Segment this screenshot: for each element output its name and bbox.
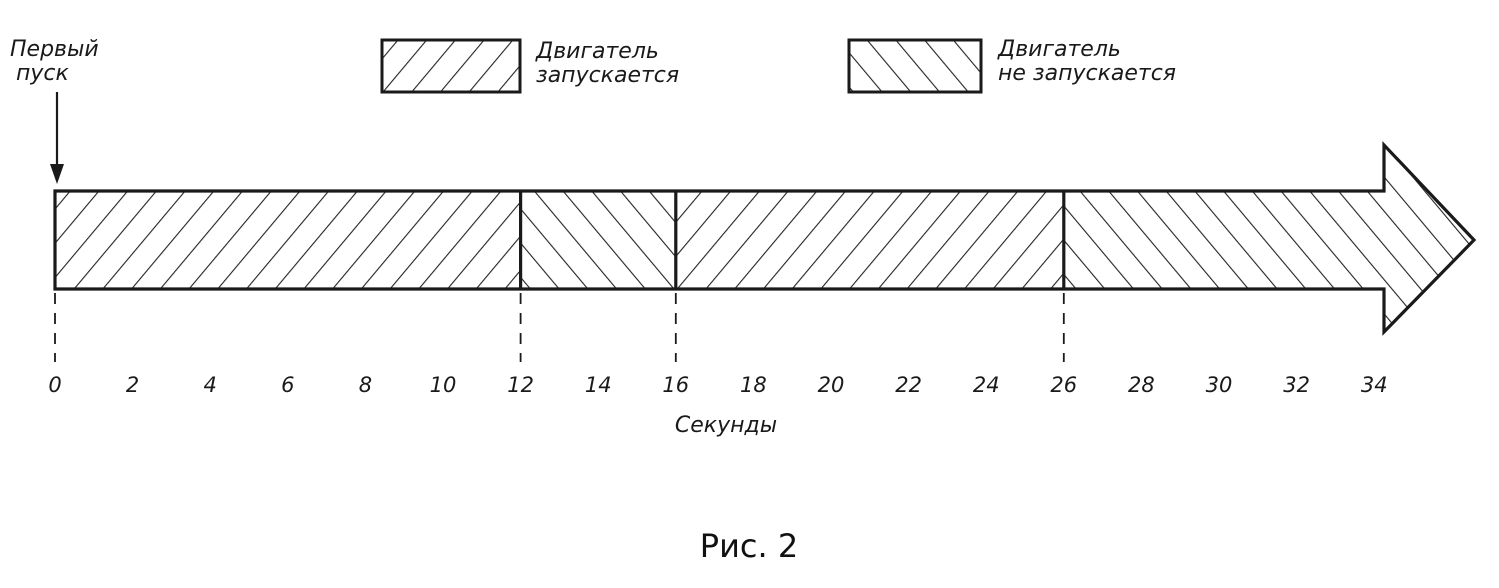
legend-swatch-not-starts (847, 38, 983, 94)
axis-label: Секунды (675, 413, 777, 438)
legend-not-starts-line1: Двигатель (997, 37, 1121, 62)
axis-tick-label: 32 (1283, 373, 1310, 397)
axis-tick-label: 6 (281, 373, 294, 397)
axis-tick-label: 26 (1050, 373, 1077, 397)
timeline-arrow-outline (53, 140, 1477, 336)
timeline-segment-starts (675, 145, 1064, 332)
axis-tick-label: 8 (359, 373, 372, 397)
axis-tick-label: 22 (895, 373, 922, 397)
timeline-arrow (53, 140, 1477, 336)
axis-tick-label: 12 (507, 373, 534, 397)
timeline-segment-starts (55, 145, 521, 332)
legend-not-starts-line2: не запускается (998, 61, 1176, 86)
legend-starts-line1: Двигатель (535, 39, 659, 64)
axis-tick-label: 2 (126, 373, 139, 397)
axis-tick-label: 4 (204, 373, 217, 397)
first-start-label-line2: пуск (16, 61, 69, 86)
legend: Двигатель запускается Двигатель не запус… (380, 37, 1176, 94)
axis-tick-label: 20 (818, 373, 845, 397)
axis-tick-label: 24 (973, 373, 1000, 397)
boundary-dashes (54, 293, 1065, 362)
axis-tick-label: 18 (740, 373, 767, 397)
first-start-label-line1: Первый (10, 37, 99, 62)
axis-tick-label: 0 (48, 373, 61, 397)
figure-caption: Рис. 2 (700, 527, 798, 565)
axis-tick-label: 30 (1206, 373, 1233, 397)
timeline-segment-dividers (518, 191, 1066, 289)
legend-item-not-starts: Двигатель не запускается (847, 37, 1176, 94)
axis-tick-label: 16 (662, 373, 689, 397)
axis-tick-label: 10 (430, 373, 457, 397)
axis-tick-label: 14 (585, 373, 612, 397)
first-start-marker: Первый пуск (10, 37, 99, 184)
axis-tick-label: 28 (1128, 373, 1155, 397)
timeline-segment-not-starts (1063, 145, 1474, 332)
legend-swatch-starts (380, 38, 522, 94)
axis-tick-label: 34 (1361, 373, 1388, 397)
timeline-segments (55, 145, 1474, 332)
first-start-arrow-head-icon (50, 164, 64, 184)
timeline-segment-not-starts (520, 145, 676, 332)
legend-starts-line2: запускается (536, 63, 679, 88)
legend-item-starts: Двигатель запускается (380, 38, 679, 94)
